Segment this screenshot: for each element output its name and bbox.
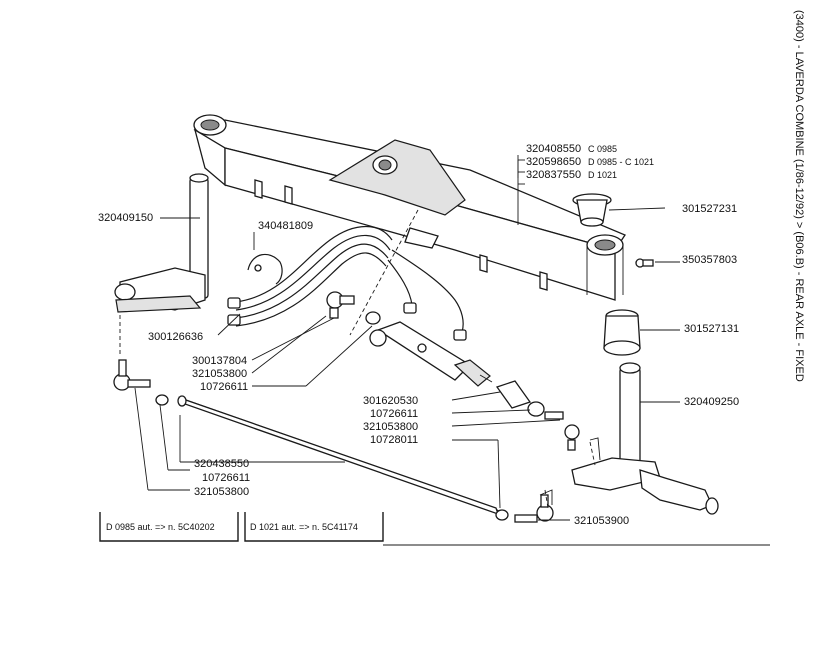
axle-beam — [193, 114, 626, 301]
cylinder-ball-joint — [326, 291, 381, 325]
label-321053800-a: 321053800 — [192, 368, 247, 380]
right-tie-rod-end — [495, 494, 554, 523]
grease-nipple-350357803 — [635, 258, 654, 268]
part-labels: 320408550 C 0985 320598650 D 0985 - C 10… — [98, 143, 739, 527]
steering-cylinder — [369, 321, 493, 387]
label-320837550-code: D 1021 — [588, 170, 617, 180]
label-10726611-a: 10726611 — [200, 381, 248, 393]
label-300126636: 300126636 — [148, 331, 203, 343]
label-301527131: 301527131 — [684, 323, 739, 335]
bushing-lower-301527131 — [603, 309, 641, 356]
bushing-upper-301527231 — [572, 193, 612, 227]
label-321053800-b: 321053800 — [363, 421, 418, 433]
label-320409250: 320409250 — [684, 396, 739, 408]
right-steering-spindle — [571, 362, 719, 515]
label-10728011: 10728011 — [370, 434, 418, 446]
page-side-title: (3400) - LAVERDA COMBINE (1/86-12/92) > … — [793, 10, 805, 382]
label-320408550: 320408550 — [526, 143, 581, 155]
left-tie-rod-end — [113, 359, 169, 406]
footer-note-left: D 0985 aut. => n. 5C40202 — [106, 522, 215, 532]
label-320598650-code: D 0985 - C 1021 — [588, 157, 654, 167]
label-350357803: 350357803 — [682, 254, 737, 266]
left-steering-spindle — [114, 173, 209, 313]
label-320409150: 320409150 — [98, 212, 153, 224]
label-10726611-c: 10726611 — [202, 472, 250, 484]
hydraulic-hoses — [227, 226, 467, 341]
label-340481809: 340481809 — [258, 220, 313, 232]
leader-lines — [134, 155, 680, 521]
label-320837550: 320837550 — [526, 169, 581, 181]
alignment-lines — [119, 209, 601, 509]
footer-notes: D 0985 aut. => n. 5C40202 D 1021 aut. =>… — [99, 512, 770, 546]
label-301620530: 301620530 — [363, 395, 418, 407]
label-10726611-b: 10726611 — [370, 408, 418, 420]
footer-note-right: D 1021 aut. => n. 5C41174 — [250, 522, 358, 532]
label-320598650: 320598650 — [526, 156, 581, 168]
adjusting-sleeve — [495, 380, 580, 451]
label-301527231: 301527231 — [682, 203, 737, 215]
label-321053900: 321053900 — [574, 515, 629, 527]
label-320408550-code: C 0985 — [588, 144, 617, 154]
label-321053800-c: 321053800 — [194, 486, 249, 498]
label-320438550: 320438550 — [194, 458, 249, 470]
hose-clamp — [247, 253, 283, 285]
label-300137804: 300137804 — [192, 355, 247, 367]
